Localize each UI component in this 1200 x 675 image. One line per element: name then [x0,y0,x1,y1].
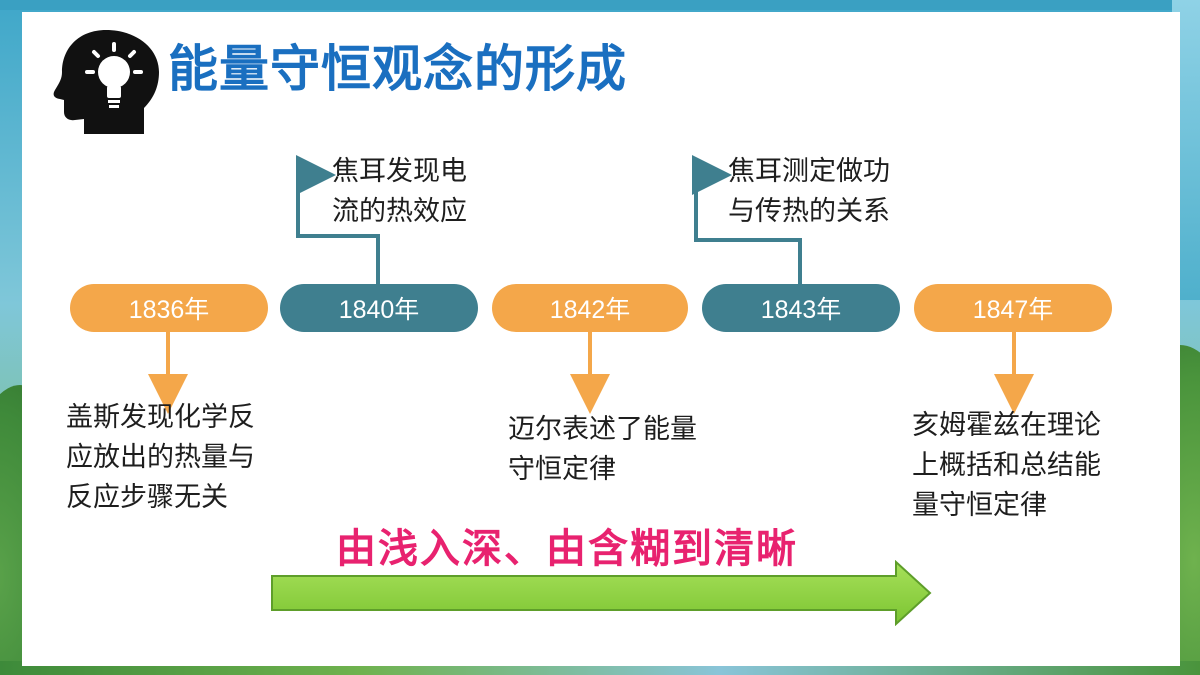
background-top-strip [0,0,1200,10]
year-pill-1840: 1840年 [280,284,478,332]
year-pill-1836: 1836年 [70,284,268,332]
slogan-text: 由浅入深、由含糊到清晰 [336,525,798,572]
event-1847: 亥姆霍兹在理论 上概括和总结能 量守恒定律 [912,410,1101,521]
year-pill-1843: 1843年 [702,284,900,332]
event-1836: 盖斯发现化学反 应放出的热量与 反应步骤无关 [66,402,255,513]
head-lightbulb-icon [53,30,159,134]
event-1842: 迈尔表述了能量 守恒定律 [508,414,697,485]
event-1843: 焦耳测定做功 与传热的关系 [728,156,890,227]
slide-title: 能量守恒观念的形成 [168,40,627,98]
progress-arrow-icon [271,560,932,626]
slide-card [22,12,1180,666]
year-pill-1842: 1842年 [492,284,688,332]
event-1840: 焦耳发现电 流的热效应 [332,156,467,227]
year-pill-1847: 1847年 [914,284,1112,332]
